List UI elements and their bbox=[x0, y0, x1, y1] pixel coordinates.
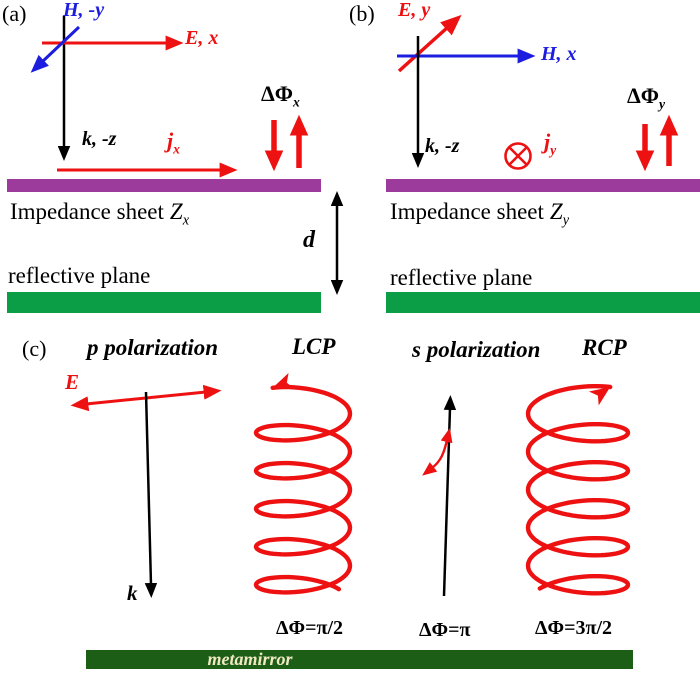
e-field-label-a: E, x bbox=[185, 27, 219, 49]
panel-c-tag: (c) bbox=[22, 336, 47, 361]
k-arrow-c bbox=[144, 391, 158, 598]
metamirror-label: metamirror bbox=[207, 649, 293, 669]
panel-a-tag: (a) bbox=[2, 1, 27, 26]
lcp-helix bbox=[253, 384, 353, 595]
reflective-plane-bar-a bbox=[7, 292, 321, 313]
panel-b-tag: (b) bbox=[349, 1, 375, 26]
k-vector-label-a: k, -z bbox=[82, 128, 117, 150]
s-pol-propagation-arrow bbox=[442, 395, 457, 597]
phase-shift-label-b: ΔΦy bbox=[627, 83, 666, 112]
h-field-label-a: H, -y bbox=[63, 0, 105, 21]
lcp-helix-arrowhead bbox=[272, 372, 295, 389]
e-field-arrow-b bbox=[397, 14, 462, 73]
reflective-plane-label-b: reflective plane bbox=[390, 265, 533, 290]
e-field-label-b: E, y bbox=[398, 0, 431, 21]
p-polarization-title: p polarization bbox=[87, 335, 219, 360]
surface-current-label-a: jx bbox=[167, 128, 180, 157]
rcp-title: RCP bbox=[582, 335, 627, 360]
rcp-helix bbox=[525, 384, 631, 596]
current-into-page-icon bbox=[504, 142, 532, 170]
phase-eq-s: ΔΦ=π bbox=[419, 619, 471, 641]
phase-eq-rcp: ΔΦ=3π/2 bbox=[535, 617, 613, 639]
impedance-sheet-bar-b bbox=[386, 179, 700, 192]
h-field-label-b: H, x bbox=[541, 43, 577, 65]
phase-shift-label-a: ΔΦx bbox=[261, 81, 300, 110]
s-pol-oscillation-arrow bbox=[422, 427, 453, 476]
k-vector-label-c: k bbox=[127, 581, 138, 605]
surface-current-label-b: jy bbox=[544, 129, 557, 158]
impedance-sheet-bar-a bbox=[7, 179, 321, 192]
reflective-plane-bar-b bbox=[386, 292, 700, 313]
phase-eq-lcp: ΔΦ=π/2 bbox=[276, 617, 344, 639]
gap-distance-label: d bbox=[303, 227, 315, 253]
e-field-label-c: E bbox=[65, 370, 80, 394]
h-field-arrow-a bbox=[30, 25, 81, 73]
rcp-helix-arrowhead bbox=[588, 387, 611, 406]
k-vector-label-b: k, -z bbox=[425, 135, 460, 157]
s-polarization-title: s polarization bbox=[412, 337, 541, 362]
lcp-title: LCP bbox=[292, 334, 336, 359]
reflective-plane-label-a: reflective plane bbox=[8, 263, 151, 288]
metamirror-bar bbox=[86, 650, 633, 669]
